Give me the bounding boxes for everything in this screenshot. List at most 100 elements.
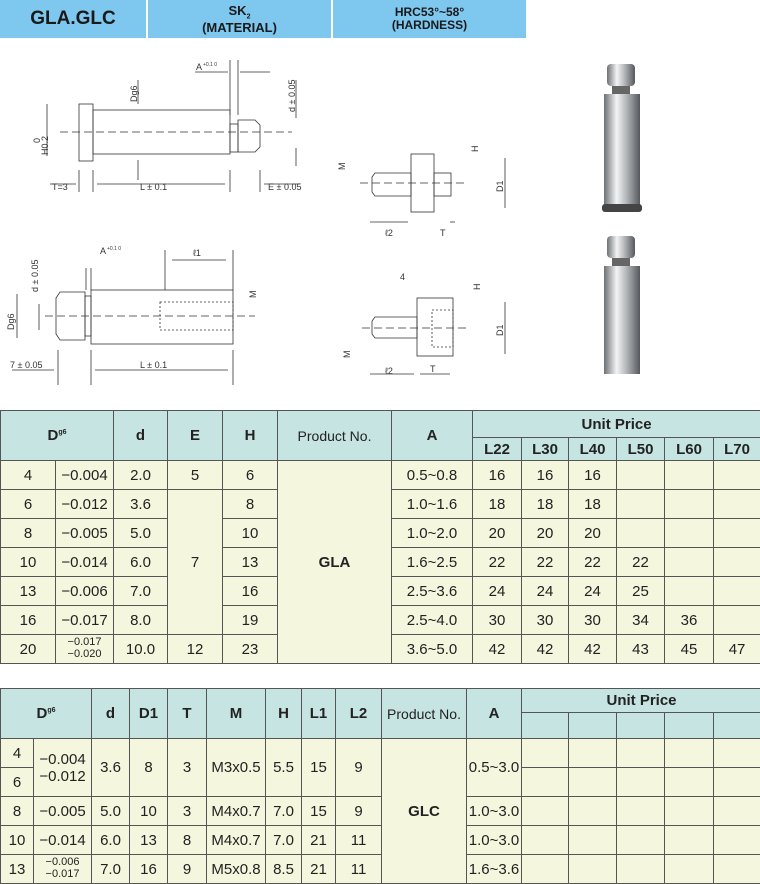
cell-d: 6: [23, 495, 33, 513]
cell-price: [521, 796, 570, 826]
table-cell: [713, 489, 760, 519]
cell-a: 1.6~3.6: [468, 860, 520, 878]
cell-a: 0.5~3.0: [468, 759, 520, 776]
cell-h: 7.0: [273, 802, 294, 820]
table-cell: 10: [0, 825, 34, 855]
table-cell: [664, 460, 715, 490]
cell-d-small: 7.0: [130, 582, 151, 600]
cell-tol: −0.005: [61, 524, 108, 542]
cell-a: 1.0~3.0: [468, 802, 520, 820]
table-cell: 3: [167, 796, 208, 826]
cell-price: 22: [584, 553, 601, 571]
cell-e: 5: [190, 466, 200, 484]
glc-drawing-top: [360, 153, 506, 223]
cell-d: 4: [23, 466, 33, 484]
cell-tol: −0.004: [61, 466, 108, 484]
label-l2-glc: ℓ2: [385, 228, 393, 238]
cell-product: GLC: [408, 802, 440, 820]
cell-t: 8: [182, 831, 192, 849]
cell-e: 12: [186, 640, 204, 658]
cell-price: [713, 825, 760, 855]
table-row: 6: [0, 767, 760, 797]
table-cell: 16: [129, 854, 169, 884]
table-cell: 30: [472, 605, 523, 635]
table-cell: 8: [222, 489, 279, 519]
table-cell: [616, 518, 666, 548]
col-d-small: d: [91, 688, 131, 739]
cell-price: 42: [536, 640, 554, 658]
table-cell: [521, 712, 570, 739]
table-cell: 16: [521, 460, 570, 490]
table-cell: 22: [521, 547, 570, 577]
cell-price: 22: [536, 553, 554, 571]
cell-d-small: 8.0: [130, 611, 151, 629]
cell-a: 0.5~0.8: [406, 466, 458, 484]
label-a-tolerance: +0.1 0: [203, 62, 217, 68]
table-cell: 11: [335, 825, 383, 855]
table-cell: 24: [472, 576, 523, 606]
cell-price: [568, 854, 618, 884]
col-length: L70: [713, 437, 760, 461]
table-cell: 13: [0, 854, 34, 884]
cell-tol: −0.005: [39, 802, 86, 820]
text: g6: [47, 707, 56, 714]
cell-tol: −0.004: [39, 750, 86, 768]
label-l2-glc2: ℓ2: [385, 366, 393, 376]
table-cell: 8: [129, 738, 169, 797]
cell-l1: 21: [310, 831, 327, 849]
label-m: M: [248, 291, 258, 299]
cell-tol: −0.006: [45, 856, 80, 869]
table-cell: 42: [568, 634, 618, 664]
cell-price: 25: [632, 582, 649, 600]
table-cell: 30: [568, 605, 618, 635]
gla-drawing-top: [46, 60, 300, 192]
header-bar: GLA.GLC SK2(MATERIAL) HRC53°~58°(HARDNES…: [0, 0, 528, 38]
table-cell: 47: [713, 634, 760, 664]
cell-tol: −0.012: [61, 495, 108, 513]
table-cell: M4x0.7: [206, 796, 267, 826]
table-cell: 12: [167, 634, 224, 664]
label-m-glc2: M: [342, 351, 352, 359]
cell-a: 1.0~3.0: [468, 831, 520, 849]
cell-m: M4x0.7: [211, 831, 261, 849]
table-cell: 42: [521, 634, 570, 664]
cell-price: 34: [632, 611, 649, 629]
table-cell: 1.0~3.0: [466, 796, 523, 826]
label-d1-glc: D1: [495, 180, 505, 192]
cell-price: [713, 854, 760, 884]
cell-h: 8.5: [273, 860, 294, 878]
text: D: [47, 427, 59, 444]
cell-tol: −0.014: [39, 831, 86, 849]
table-cell: 0.5~3.0: [466, 738, 523, 797]
cell-l1: 15: [310, 802, 327, 820]
table-cell: 13: [222, 547, 279, 577]
table-cell: 8: [0, 518, 56, 548]
table-cell: 18: [568, 489, 618, 519]
table-cell: [713, 712, 760, 739]
cell-d1: 8: [144, 759, 153, 776]
col-d-small: d: [113, 410, 169, 461]
cell-price: 16: [536, 466, 554, 484]
series-title: GLA.GLC: [0, 0, 148, 38]
table-cell: 13: [0, 576, 56, 606]
col-d1: D1: [129, 688, 169, 739]
label-h0: 0: [32, 138, 42, 143]
table-cell: [713, 518, 760, 548]
label-h-glc2: H: [472, 284, 482, 291]
col-length: L22: [472, 437, 523, 461]
cell-t: 9: [182, 860, 192, 878]
table-cell: 22: [616, 547, 666, 577]
cell-tol2: −0.017: [45, 868, 80, 880]
cell-d1: 13: [140, 831, 157, 849]
cell-l1: 21: [310, 860, 327, 878]
cell-d1: 10: [140, 802, 157, 820]
cell-d-small: 6.0: [130, 553, 151, 571]
cell-price: 20: [584, 524, 601, 542]
product-photo-glc: [604, 236, 640, 374]
table-cell: 4: [0, 738, 34, 768]
table-cell: 16: [0, 605, 56, 635]
